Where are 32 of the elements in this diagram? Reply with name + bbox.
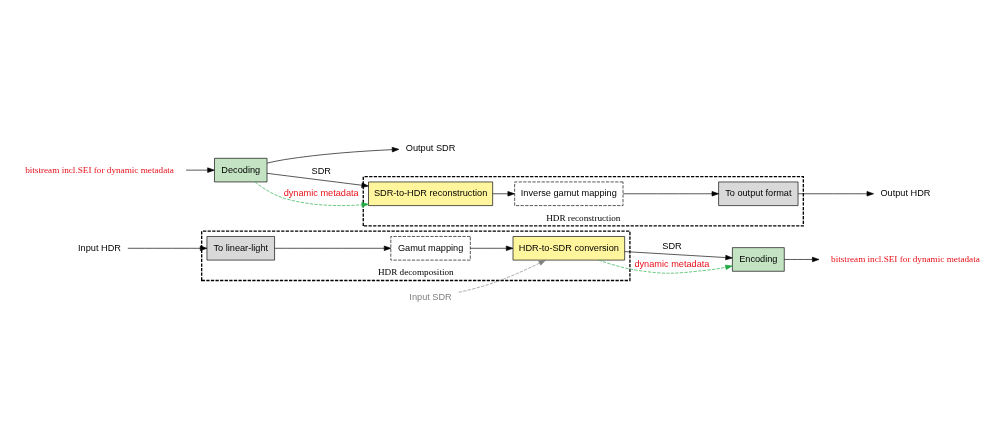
arrow bbox=[598, 259, 733, 274]
arrow bbox=[266, 173, 369, 188]
node-box: HDR-to-SDR conversion bbox=[512, 236, 625, 261]
node-box: SDR-to-HDR reconstruction bbox=[368, 181, 493, 206]
arrow bbox=[470, 245, 514, 251]
node-box: To linear-light bbox=[206, 236, 275, 261]
arrow bbox=[622, 191, 719, 197]
arrow bbox=[127, 245, 208, 251]
node-box: Encoding bbox=[732, 247, 785, 272]
arrow bbox=[266, 147, 400, 164]
node-text: Input HDR bbox=[78, 242, 121, 253]
arrow bbox=[797, 191, 874, 197]
arrow bbox=[784, 256, 820, 263]
node-text: Input SDR bbox=[409, 291, 452, 302]
node-text: Output HDR bbox=[880, 188, 931, 199]
arrow bbox=[185, 167, 215, 173]
node-box: Gamut mapping bbox=[390, 236, 471, 261]
arrow bbox=[458, 259, 546, 293]
edge-label: SDR bbox=[662, 241, 682, 252]
arrow bbox=[254, 181, 369, 208]
edge-label: dynamic metadata bbox=[634, 259, 710, 270]
node-text: Output SDR bbox=[405, 142, 456, 153]
node-text: bitstream incl.SEI for dynamic metadata bbox=[25, 164, 174, 175]
arrow bbox=[274, 245, 392, 251]
arrow bbox=[492, 191, 515, 197]
node-box: To output format bbox=[718, 181, 799, 206]
edge-label: dynamic metadata bbox=[283, 187, 359, 198]
node-box: Decoding bbox=[214, 157, 268, 183]
arrow bbox=[624, 251, 733, 261]
node-text: bitstream incl.SEI for dynamic metadata bbox=[831, 253, 980, 264]
node-box: Inverse gamut mapping bbox=[514, 181, 624, 206]
edge-label: SDR bbox=[311, 165, 331, 176]
